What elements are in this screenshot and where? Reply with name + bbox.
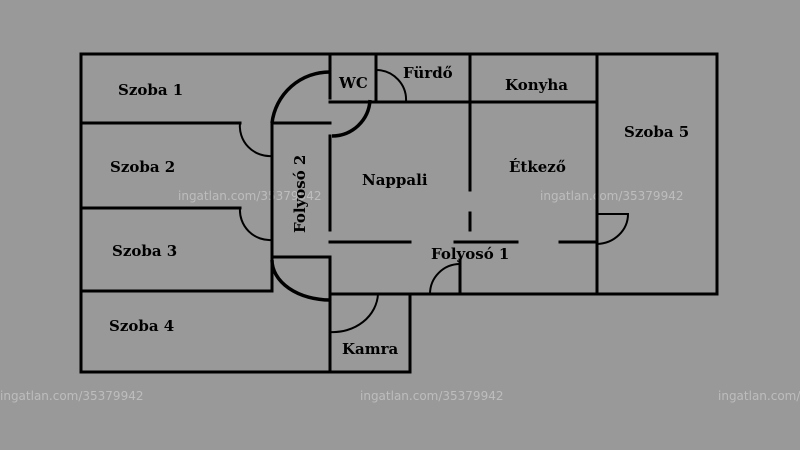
watermark-bottom-right: ingatlan.com/35379942 [718,389,800,403]
door-kamra [329,293,379,334]
door-wc [331,99,372,138]
label-kamra: Kamra [342,340,399,358]
label-furdo: Fürdő [403,64,453,82]
label-szoba4: Szoba 4 [109,317,174,335]
door-furdo [375,68,408,103]
label-szoba2: Szoba 2 [110,158,175,176]
walls [79,52,719,374]
label-folyoso1: Folyosó 1 [431,245,509,263]
watermarks: ingatlan.com/35379942 ingatlan.com/35379… [0,189,800,403]
door-szoba1 [270,70,331,124]
watermark-center-right: ingatlan.com/35379942 [540,189,683,203]
label-folyoso2: Folyosó 2 [291,155,309,233]
label-konyha: Konyha [505,76,568,94]
doors [238,68,630,334]
watermark-center-left: ingatlan.com/35379942 [178,189,321,203]
label-etkezo: Étkező [509,158,566,176]
door-szoba2 [238,122,273,158]
label-wc: WC [338,74,368,92]
room-labels: Szoba 1 Szoba 2 Szoba 3 Szoba 4 Szoba 5 … [109,64,689,358]
label-szoba1: Szoba 1 [118,81,183,99]
label-szoba3: Szoba 3 [112,242,177,260]
label-nappali: Nappali [362,171,428,189]
watermark-bottom-center: ingatlan.com/35379942 [360,389,503,403]
watermark-bottom-left: ingatlan.com/35379942 [0,389,143,403]
door-folyoso2-lower [270,259,331,302]
door-szoba5 [596,213,630,245]
door-szoba3 [238,207,273,242]
door-folyoso1 [429,263,461,295]
label-szoba5: Szoba 5 [624,123,689,141]
